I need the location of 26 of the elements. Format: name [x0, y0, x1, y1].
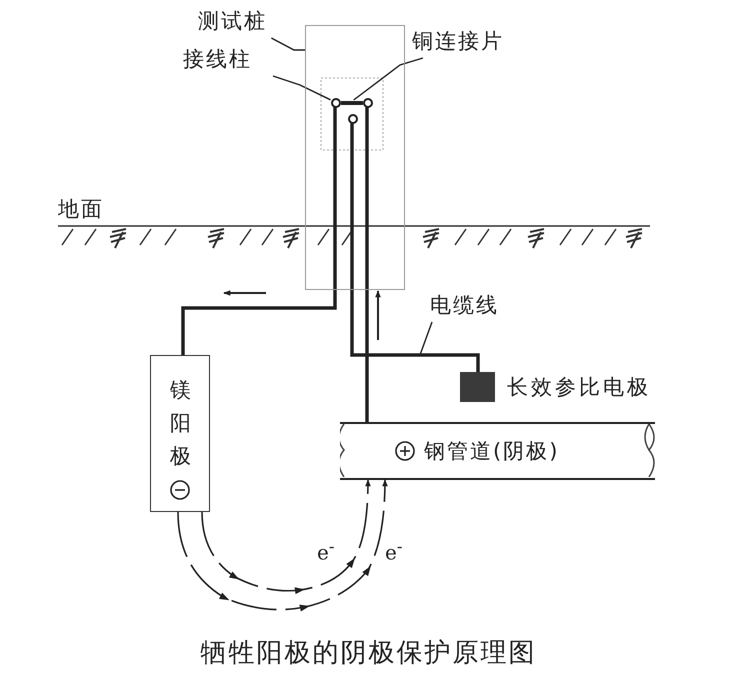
callout-label: 接线柱 — [183, 46, 273, 76]
terminal-post — [363, 98, 373, 108]
terminal-post — [348, 114, 358, 124]
anode-box — [150, 355, 210, 512]
ground-label: 地面 — [58, 196, 104, 222]
leader-line — [272, 75, 331, 100]
electron-flow-arrow — [177, 480, 388, 612]
test-post-box — [305, 25, 405, 290]
anode-label: 镁阳极 — [170, 377, 192, 470]
copper-strip — [341, 101, 363, 105]
callout-label: 铜连接片 — [412, 28, 532, 58]
terminal-post — [331, 98, 341, 108]
pipe — [340, 422, 655, 480]
cable — [350, 123, 480, 372]
leader-line — [419, 321, 433, 356]
wire — [181, 107, 337, 355]
caption: 牺牲阳极的阴极保护原理图 — [200, 637, 538, 670]
callout-label: 测试桩 — [198, 8, 288, 38]
reference-electrode — [460, 372, 495, 402]
leader-line — [353, 57, 424, 101]
callout-label: 电缆线 — [430, 292, 510, 322]
pipe-label: 钢管道(阴极) — [424, 438, 560, 464]
electron-flow-arrow — [201, 480, 371, 594]
leader-line — [271, 37, 305, 51]
wire — [365, 107, 369, 422]
electrode-label: 长效参比电极 — [507, 374, 651, 400]
